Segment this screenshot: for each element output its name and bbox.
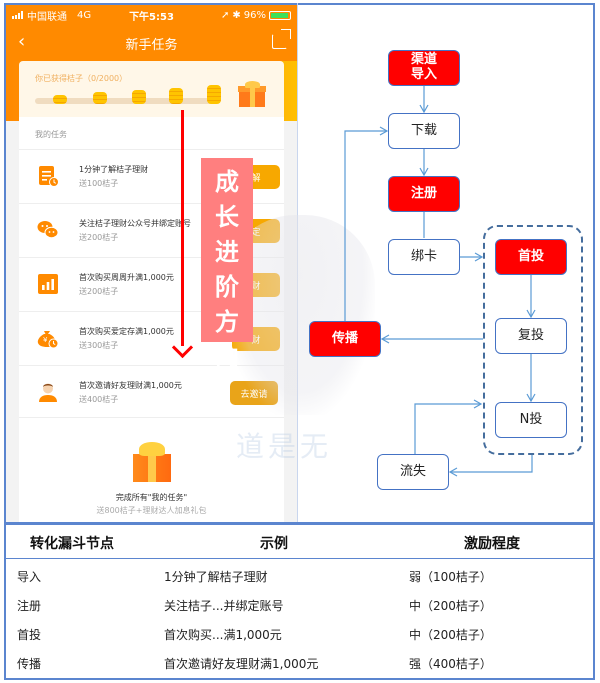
- complete-all-reward: 送800桔子+理财达人加息礼包: [96, 506, 207, 515]
- task-name: 1分钟了解桔子理财: [79, 165, 149, 174]
- task-reward: 送200桔子: [79, 233, 119, 242]
- gift-box-icon: [131, 440, 173, 482]
- complete-all-section: 完成所有"我的任务" 送800桔子+理财达人加息礼包: [19, 417, 284, 522]
- coin-icon: [207, 85, 221, 104]
- coin-icon: [132, 90, 146, 104]
- section-title: 我的任务: [35, 130, 67, 139]
- table-cell: 中（200桔子）: [409, 599, 492, 613]
- task-reward: 送300桔子: [79, 341, 119, 350]
- node-channel-import: 渠道 导入: [388, 50, 460, 86]
- flow-connectors: [344, 86, 536, 477]
- node-churn: 流失: [377, 454, 449, 490]
- task-name: 首次购买爱定存满1,000元: [79, 327, 174, 336]
- table-cell: 首投: [17, 628, 42, 642]
- coin-icon: [53, 95, 67, 104]
- column-header: 示例: [260, 536, 288, 552]
- coin-icon: [169, 88, 183, 104]
- column-header: 激励程度: [464, 536, 520, 552]
- progress-track: [35, 98, 215, 104]
- complete-all-title: 完成所有"我的任务": [115, 493, 188, 502]
- growth-char: 成: [215, 168, 239, 196]
- node-register: 注册: [388, 176, 460, 212]
- share-icon[interactable]: [272, 29, 291, 49]
- money-bag-icon: ¥: [37, 331, 59, 349]
- node-first-invest: 首投: [495, 239, 567, 275]
- reward-label: 你已获得桔子（0/2000）: [35, 74, 128, 83]
- section-divider: [4, 522, 595, 525]
- task-reward: 送200桔子: [79, 287, 119, 296]
- table-row: 注册 关注桔子...并绑定账号 中（200桔子）: [6, 590, 593, 619]
- coin-icon: [93, 92, 107, 104]
- table-cell: 首次邀请好友理财满1,000元: [164, 657, 319, 671]
- growth-char: 方: [215, 308, 239, 336]
- watermark-text: 道是无: [236, 430, 333, 463]
- task-name: 关注桔子理财公众号并绑定账号: [79, 219, 191, 228]
- svg-text:¥: ¥: [43, 336, 48, 344]
- funnel-table: 转化漏斗节点 示例 激励程度 导入 1分钟了解桔子理财 弱（100桔子） 注册 …: [6, 525, 593, 678]
- reward-progress-card: 你已获得桔子（0/2000）: [19, 61, 284, 117]
- node-bind-card: 绑卡: [388, 239, 460, 275]
- node-spread: 传播: [309, 321, 381, 357]
- clock: 下午5:53: [129, 11, 174, 23]
- growth-char: 长: [215, 203, 239, 231]
- table-cell: 首次购买...满1,000元: [164, 628, 282, 642]
- table-cell: 弱（100桔子）: [409, 570, 492, 584]
- battery-icon: [269, 10, 291, 20]
- bluetooth-icon: ✱: [232, 9, 241, 21]
- status-bar: 中国联通 4G 下午5:53 ➚ ✱ 96%: [6, 5, 297, 25]
- table-row: 首投 首次购买...满1,000元 中（200桔子）: [6, 619, 593, 648]
- growth-char: 向: [215, 343, 239, 371]
- table-row: 导入 1分钟了解桔子理财 弱（100桔子）: [6, 561, 593, 590]
- location-icon: ➚: [220, 9, 230, 21]
- task-name: 首次购买周周升满1,000元: [79, 273, 174, 282]
- task-reward: 送400桔子: [79, 395, 119, 404]
- outer-frame: [4, 3, 595, 680]
- bar-chart-icon: [38, 274, 58, 294]
- table-cell: 1分钟了解桔子理财: [164, 570, 268, 584]
- table-cell: 导入: [17, 570, 42, 584]
- node-repeat-invest: 复投: [495, 318, 567, 354]
- battery-percent: 96%: [243, 9, 266, 21]
- growth-arrow: [181, 110, 184, 346]
- table-cell: 注册: [17, 599, 42, 613]
- node-n-invest: N投: [495, 402, 567, 438]
- chevron-left-icon[interactable]: ‹: [18, 31, 26, 52]
- table-cell: 关注桔子...并绑定账号: [164, 599, 284, 613]
- table-row: 传播 首次邀请好友理财满1,000元 强（400桔子）: [6, 648, 593, 677]
- table-header: 转化漏斗节点 示例 激励程度: [6, 525, 593, 559]
- task-reward: 送100桔子: [79, 179, 119, 188]
- carrier: 中国联通: [27, 11, 67, 23]
- table-cell: 中（200桔子）: [409, 628, 492, 642]
- table-cell: 强（400桔子）: [409, 657, 492, 671]
- document-clock-icon: [39, 166, 59, 187]
- column-header: 转化漏斗节点: [30, 536, 114, 552]
- person-icon: [39, 383, 57, 402]
- node-download: 下载: [388, 113, 460, 149]
- network: 4G: [77, 9, 92, 21]
- page-title: 新手任务: [125, 37, 178, 53]
- task-name: 首次邀请好友理财满1,000元: [79, 381, 182, 390]
- nav-bar: ‹ 新手任务: [6, 25, 297, 61]
- gift-icon: [238, 81, 266, 107]
- investment-group: [483, 225, 583, 455]
- wechat-icon: [37, 221, 59, 239]
- table-cell: 传播: [17, 657, 42, 671]
- growth-char: 进: [215, 238, 239, 266]
- signal-icon: [12, 11, 23, 19]
- growth-char: 阶: [215, 273, 239, 301]
- growth-direction-label: 成 长 进 阶 方 向: [201, 158, 253, 371]
